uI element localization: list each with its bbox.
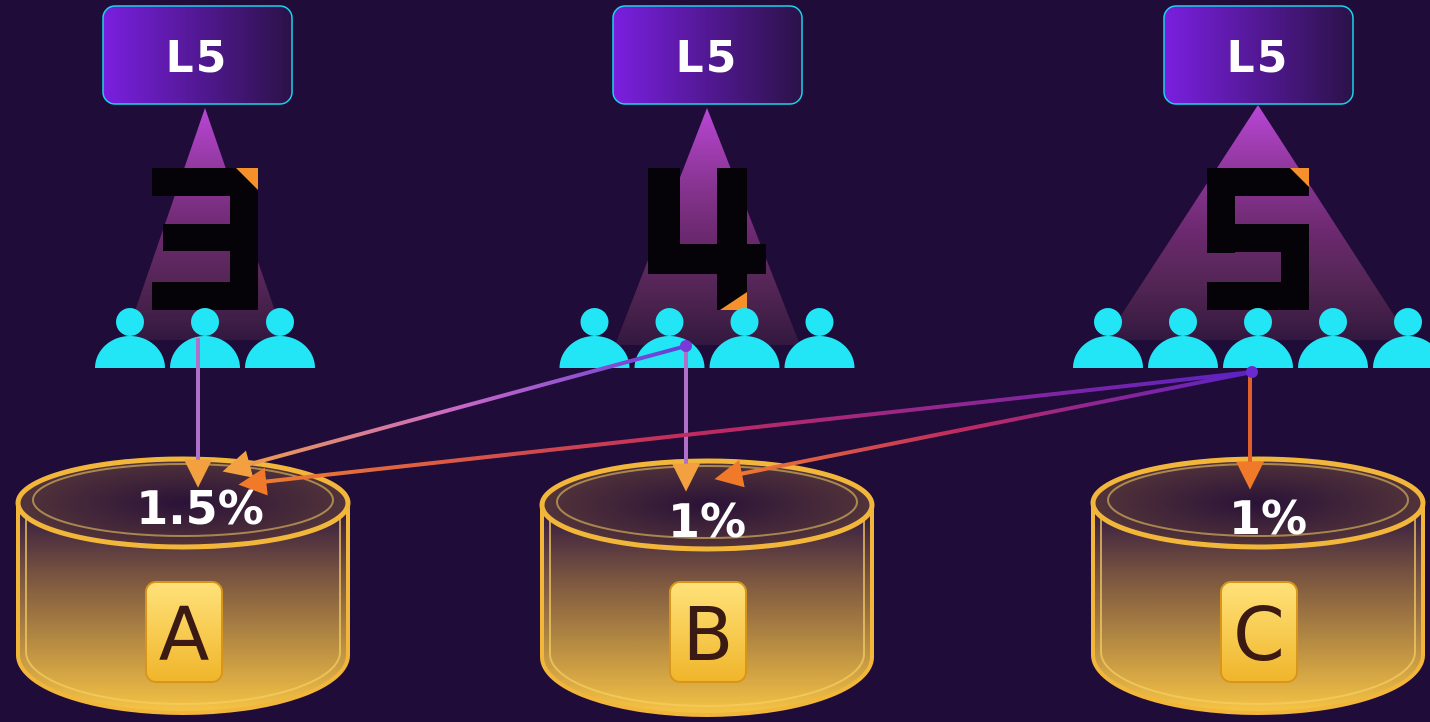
pool-letter-B: B — [683, 592, 734, 678]
level-label-2: L5 — [676, 32, 739, 83]
tile-C: C — [1220, 581, 1298, 683]
level-label-3: L5 — [1227, 32, 1290, 83]
flow-4-to-A — [222, 344, 687, 478]
level-badge-2: L5 — [612, 5, 803, 105]
person-icon — [245, 308, 315, 368]
person-icon — [1298, 308, 1368, 368]
tile-B: B — [669, 581, 747, 683]
person-icon — [170, 308, 240, 368]
digit-4-glyph — [648, 168, 766, 310]
pool-letter-A: A — [159, 592, 210, 678]
person-icon — [559, 308, 630, 368]
pool-letter-C: C — [1233, 592, 1285, 678]
level-badge-1: L5 — [102, 5, 293, 105]
digit-3-glyph — [152, 168, 258, 310]
level-label-1: L5 — [166, 32, 229, 83]
pool-rate-C: 1% — [1229, 491, 1307, 545]
spotlight-2 — [615, 108, 800, 345]
flow-5-to-A — [238, 370, 1253, 496]
level-badge-3: L5 — [1163, 5, 1354, 105]
person-icon — [1073, 308, 1143, 368]
person-icon — [709, 308, 780, 368]
person-icon — [1223, 308, 1293, 368]
pool-rate-A: 1.5% — [136, 481, 264, 535]
pool-rate-B: 1% — [668, 494, 746, 548]
flow-origin-5 — [1246, 366, 1258, 378]
person-icon — [784, 308, 855, 368]
flow-5-to-B — [714, 370, 1253, 488]
spotlight-3 — [1105, 105, 1410, 340]
tile-A: A — [145, 581, 223, 683]
person-icon — [1373, 308, 1430, 368]
person-icon — [95, 308, 165, 368]
person-icon — [1148, 308, 1218, 368]
digit-5-glyph — [1207, 168, 1309, 310]
flow-origin-4 — [680, 340, 692, 352]
